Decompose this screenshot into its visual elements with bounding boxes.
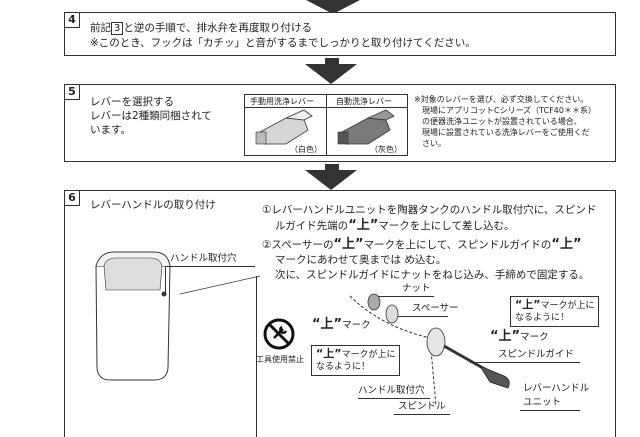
manual-lever-handle — [284, 109, 313, 121]
lever-unit-label-1: レバーハンドル — [523, 383, 590, 394]
step-6-inst2b: マークにあわせて奥までは め込む。 — [275, 254, 447, 266]
lever-handle-part — [478, 365, 510, 389]
tank-inner — [103, 257, 163, 291]
up-mark-callout-right: “上” — [515, 298, 541, 311]
step-5-note1: ※対象のレバーを選び、必ず交換してください。 — [414, 95, 589, 104]
right-mark-label: “上”マーク — [490, 330, 549, 345]
nut-part — [367, 293, 381, 311]
manual-lever-body — [259, 117, 309, 145]
down-arrow-5-6-stem — [325, 164, 339, 170]
right-callout-text2: なるように！ — [515, 313, 570, 323]
spacer-part — [385, 304, 399, 324]
auto-lever-header: 自動洗浄レバー — [336, 97, 392, 106]
step-4-number: 4 — [64, 12, 80, 28]
no-tool-icon — [263, 318, 295, 350]
down-arrow-top — [306, 0, 360, 14]
step-6-number: 6 — [64, 190, 80, 206]
step-6-inst1b-a: ルガイド先端の — [275, 220, 349, 232]
spacer-leader — [392, 316, 448, 317]
tank-hole-leader — [165, 266, 255, 267]
spindle-leader — [394, 414, 450, 415]
nut-label: ナット — [402, 283, 431, 294]
spindle-label: スピンドル — [398, 401, 446, 412]
step-5-box — [64, 84, 616, 162]
detail-frame-left — [256, 276, 257, 437]
up-mark-1: “上” — [348, 218, 379, 233]
auto-lever-color: （灰色） — [370, 145, 402, 154]
tank-hole-label: ハンドル取付穴 — [170, 253, 237, 264]
detail-bracket-line — [180, 275, 261, 295]
up-mark-right: “上” — [490, 329, 521, 344]
right-callout: “上”マークが上に なるように！ — [510, 296, 600, 327]
manual-lever-tip — [255, 131, 267, 145]
step-4-line1-a: 前記 — [90, 22, 111, 34]
toilet-tank-illustration — [95, 251, 171, 381]
down-arrow-5-6 — [305, 170, 357, 190]
down-arrow-4-5 — [305, 64, 357, 84]
step-6-inst3: 次に、スピンドルガイドにナットをねじ込み、手締めで固定する。 — [275, 269, 590, 281]
step-5-note3: の便器洗浄ユニットが設置されている場合、 — [422, 117, 582, 126]
step-5-note2: 現場にアプリコットCシリーズ（TCF40＊＊系） — [422, 106, 596, 115]
left-callout-line1: “上”マークが上に — [316, 348, 395, 361]
right-callout-line1: “上”マークが上に — [515, 299, 594, 312]
step-6-inst1b-b: マークを上にして差し込む。 — [378, 220, 515, 232]
nut-leader — [376, 296, 434, 297]
step-6-inst1b: ルガイド先端の“上”マークを上にして差し込む。 — [275, 218, 514, 234]
step-5-line1: レバーを選択する — [90, 96, 174, 108]
step-5-number: 5 — [64, 84, 80, 100]
right-callout-text1: マークが上に — [540, 301, 595, 311]
up-mark-callout-left: “上” — [316, 347, 342, 360]
left-mark-label: “上”マーク — [312, 318, 371, 333]
auto-lever-tip — [337, 131, 349, 145]
manual-lever-color: （白色） — [290, 145, 322, 154]
manual-lever-image — [255, 109, 313, 145]
left-mark-text: マーク — [342, 320, 371, 331]
step-4-ref-box: 3 — [111, 22, 124, 35]
no-tool-wrench — [273, 325, 288, 339]
tank-body — [95, 265, 171, 381]
step-4-line2: ※このとき、フックは「カチッ」と音がするまでしっかりと取り付けてください。 — [90, 37, 476, 49]
spindle-guide-label: スピンドルガイド — [498, 349, 574, 360]
step-5-line3: います。 — [90, 124, 131, 136]
auto-lever-handle — [366, 109, 395, 121]
step-5-note5: さい。 — [422, 139, 446, 148]
spacer-label: スペーサー — [412, 303, 459, 314]
step-6-title: レバーハンドルの取り付け — [90, 199, 216, 211]
step-5-note4: 現場に設置されている洗浄レバーをご使用くだ — [422, 128, 590, 137]
right-mark-text: マーク — [520, 332, 549, 343]
spindle-guide-part — [426, 327, 446, 357]
step-6-inst2a-b: マークを上にして、スピンドルガイドの — [363, 239, 552, 251]
step-6-inst2a-a: ②スペーサーの — [262, 239, 334, 251]
left-callout: “上”マークが上に なるように！ — [311, 345, 401, 376]
tool-forbidden-label: 工具使用禁止 — [256, 355, 304, 364]
tank-hole-leader-down — [165, 266, 166, 294]
auto-lever-body — [341, 117, 391, 145]
manual-lever-header: 手動用洗浄レバー — [250, 97, 314, 106]
step-6-inst2a: ②スペーサーの“上”マークを上にして、スピンドルガイドの“上” — [262, 237, 582, 253]
lever-table-col-divider — [326, 94, 327, 156]
detail-bracket — [180, 275, 261, 295]
handle-hole-label: ハンドル取付穴 — [358, 385, 425, 396]
auto-lever-image — [337, 109, 395, 145]
left-callout-text1: マークが上に — [341, 350, 396, 360]
step-6-inst1a: ①レバーハンドルユニットを陶器タンクのハンドル取付穴に、スピンド — [262, 204, 597, 216]
spindle-guide-leader — [470, 362, 580, 363]
step-6-right-border — [615, 190, 616, 437]
handle-hole-leader — [358, 398, 430, 399]
step-6-left-border — [64, 190, 65, 437]
up-mark-3: “上” — [551, 237, 582, 252]
down-arrow-4-5-stem — [325, 58, 339, 64]
left-callout-text2: なるように！ — [316, 362, 371, 372]
lever-unit-leader — [520, 410, 580, 411]
step-5-line2: レバーは2種類同梱されて — [90, 110, 212, 122]
step-4-box — [64, 12, 616, 56]
step-4-line1-b: と逆の手順で、排水弁を再度取り付ける — [123, 22, 312, 34]
lever-unit-label-2: ユニット — [523, 397, 562, 408]
step-6-top-border — [64, 190, 616, 191]
lever-assembly-illustration — [349, 293, 510, 406]
up-mark-2: “上” — [333, 237, 364, 252]
up-mark-left: “上” — [312, 317, 343, 332]
